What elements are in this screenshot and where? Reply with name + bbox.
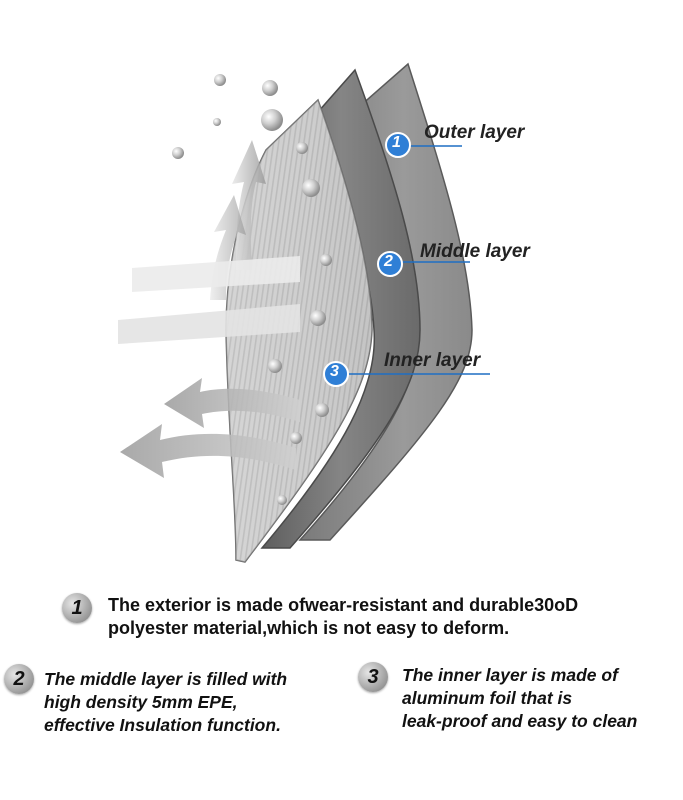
middle-number-badge: 2 bbox=[4, 664, 34, 694]
outer-badge-number: 1 bbox=[392, 134, 401, 151]
inner-badge-number: 3 bbox=[330, 363, 339, 380]
inner-line-1: The inner layer is made of bbox=[402, 665, 618, 685]
exterior-number-badge: 1 bbox=[62, 593, 92, 623]
middle-line-3: effective Insulation function. bbox=[44, 715, 281, 735]
inner-line-3: leak-proof and easy to clean bbox=[402, 711, 638, 731]
inner-badge-icon bbox=[323, 361, 349, 387]
middle-badge-icon bbox=[377, 251, 403, 277]
middle-description: The middle layer is filled with high den… bbox=[44, 668, 354, 737]
exterior-description: The exterior is made ofwear-resistant an… bbox=[108, 594, 668, 640]
middle-line-2: high density 5mm EPE, bbox=[44, 692, 238, 712]
middle-layer-label: Middle layer bbox=[420, 241, 530, 262]
middle-line-1: The middle layer is filled with bbox=[44, 669, 288, 689]
inner-description: The inner layer is made of aluminum foil… bbox=[402, 664, 682, 733]
horizontal-air-bands-icon bbox=[118, 256, 300, 344]
inner-layer-label: Inner layer bbox=[384, 350, 481, 371]
return-air-arrows-icon bbox=[120, 378, 300, 478]
inner-number-badge: 3 bbox=[358, 662, 388, 692]
exterior-line-2: polyester material,which is not easy to … bbox=[108, 618, 510, 638]
middle-badge-number: 2 bbox=[384, 253, 393, 270]
inner-line-2: aluminum foil that is bbox=[402, 688, 573, 708]
water-droplets-icon bbox=[172, 74, 332, 505]
layer-diagram bbox=[118, 62, 490, 563]
exterior-line-1: The exterior is made ofwear-resistant an… bbox=[108, 595, 579, 615]
outer-layer-label: Outer layer bbox=[424, 122, 525, 143]
outer-badge-icon bbox=[385, 132, 411, 158]
